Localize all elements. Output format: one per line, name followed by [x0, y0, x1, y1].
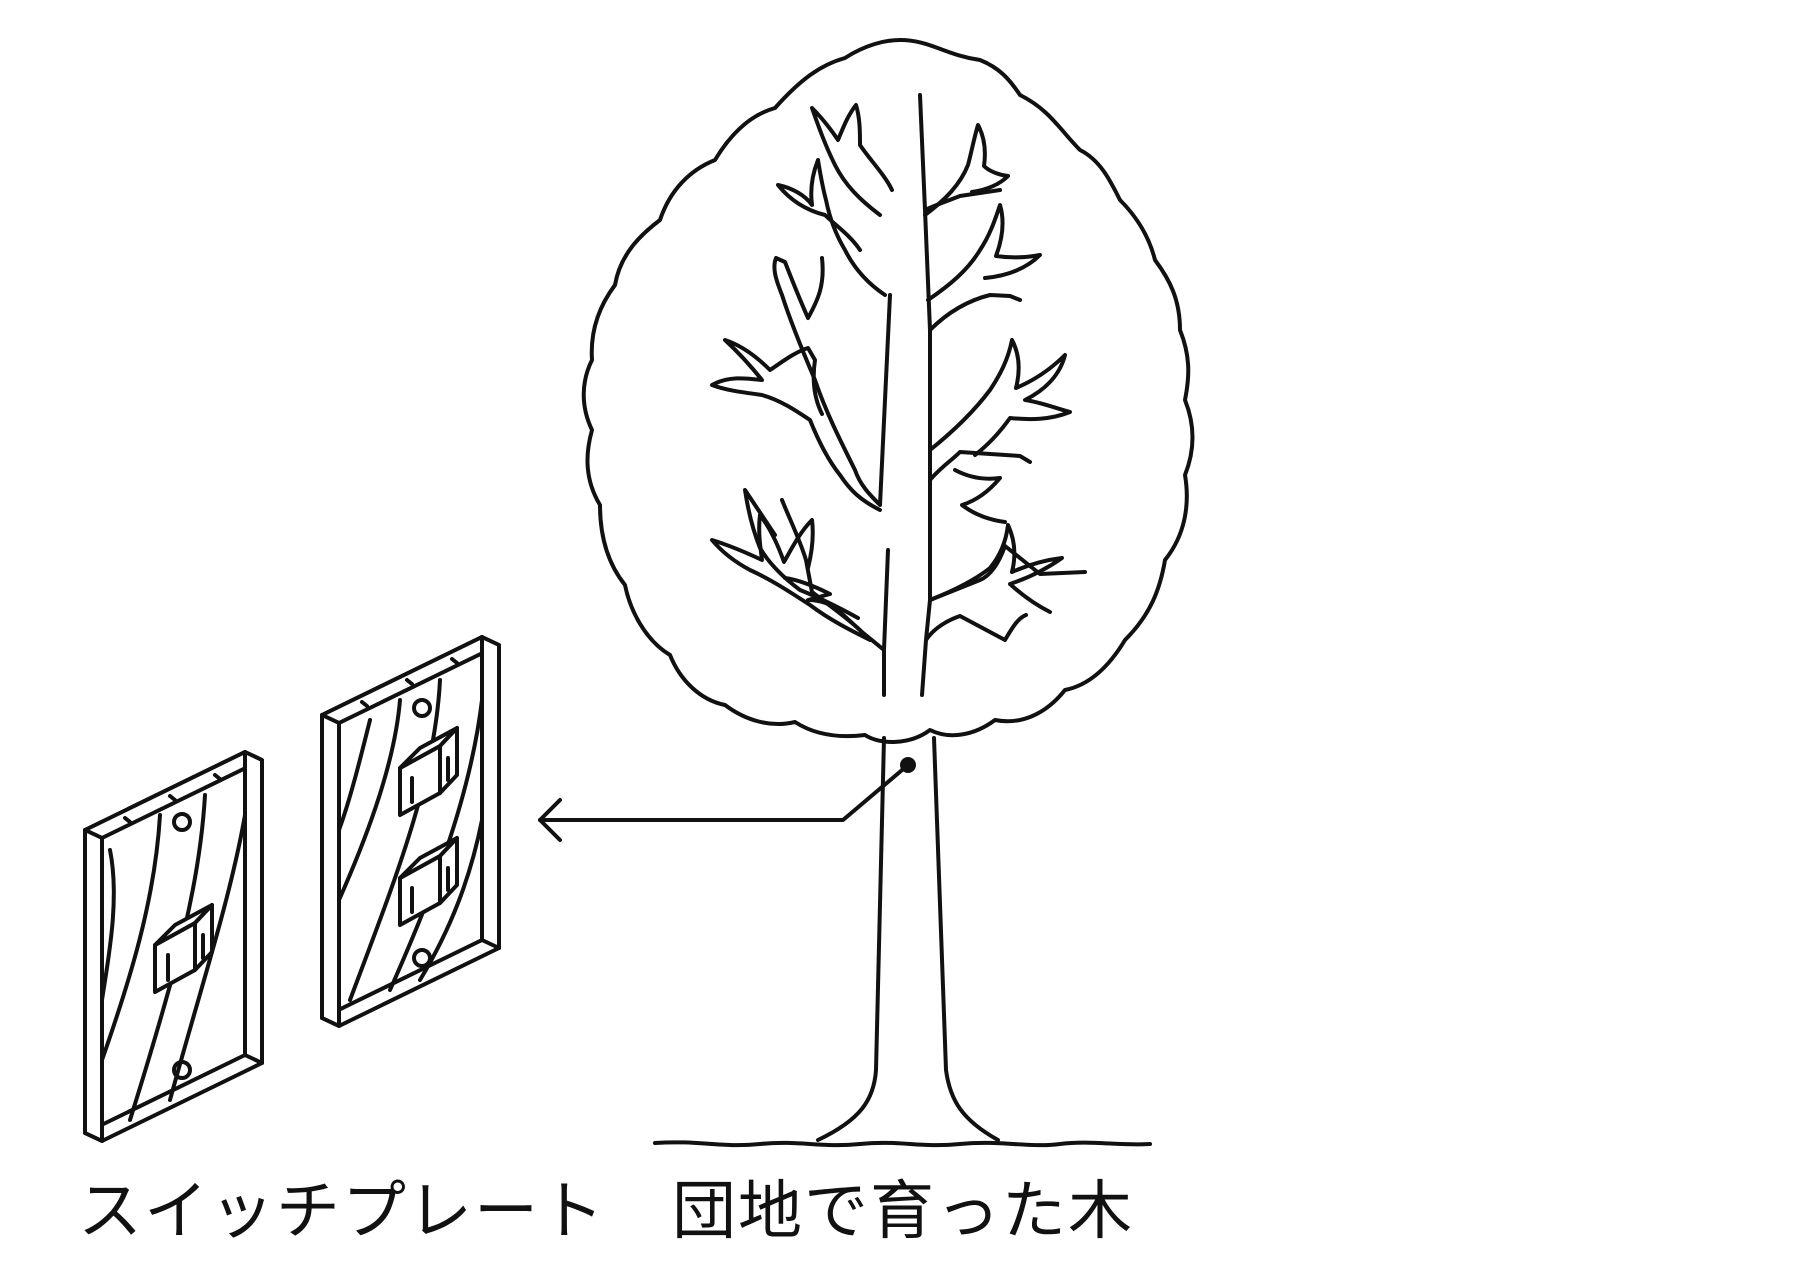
tree-branch-left-1	[772, 256, 892, 507]
tree-branch-left-2	[776, 158, 887, 297]
tree-canopy	[581, 38, 1195, 744]
tree-label: 団地で育った木	[672, 1175, 1134, 1249]
tree-branch-left-5	[710, 513, 872, 642]
switch-plate-label: スイッチプレート	[78, 1175, 606, 1249]
tree-branch-left-3	[810, 103, 894, 217]
arrow-left	[538, 763, 910, 842]
tree-illustration	[581, 38, 1195, 1148]
arrow-line	[538, 763, 910, 822]
tree-branch-left-4	[710, 338, 882, 512]
arrow-head	[538, 798, 562, 842]
tree-branch-right-5	[953, 468, 1007, 524]
tree-branch-left-6	[743, 488, 860, 620]
tree-branch-right-1	[923, 123, 1010, 217]
tree-branch-right-2	[926, 203, 1042, 302]
tree-branch-right-4	[928, 523, 1064, 614]
switch-plate-double	[320, 635, 501, 1028]
tree-trunk-right	[932, 736, 1000, 1142]
tree-ground	[653, 1140, 1152, 1148]
tree-branch-right-3	[928, 338, 1072, 457]
tree-trunk-left	[816, 736, 886, 1142]
switch-plate-single	[83, 750, 264, 1143]
